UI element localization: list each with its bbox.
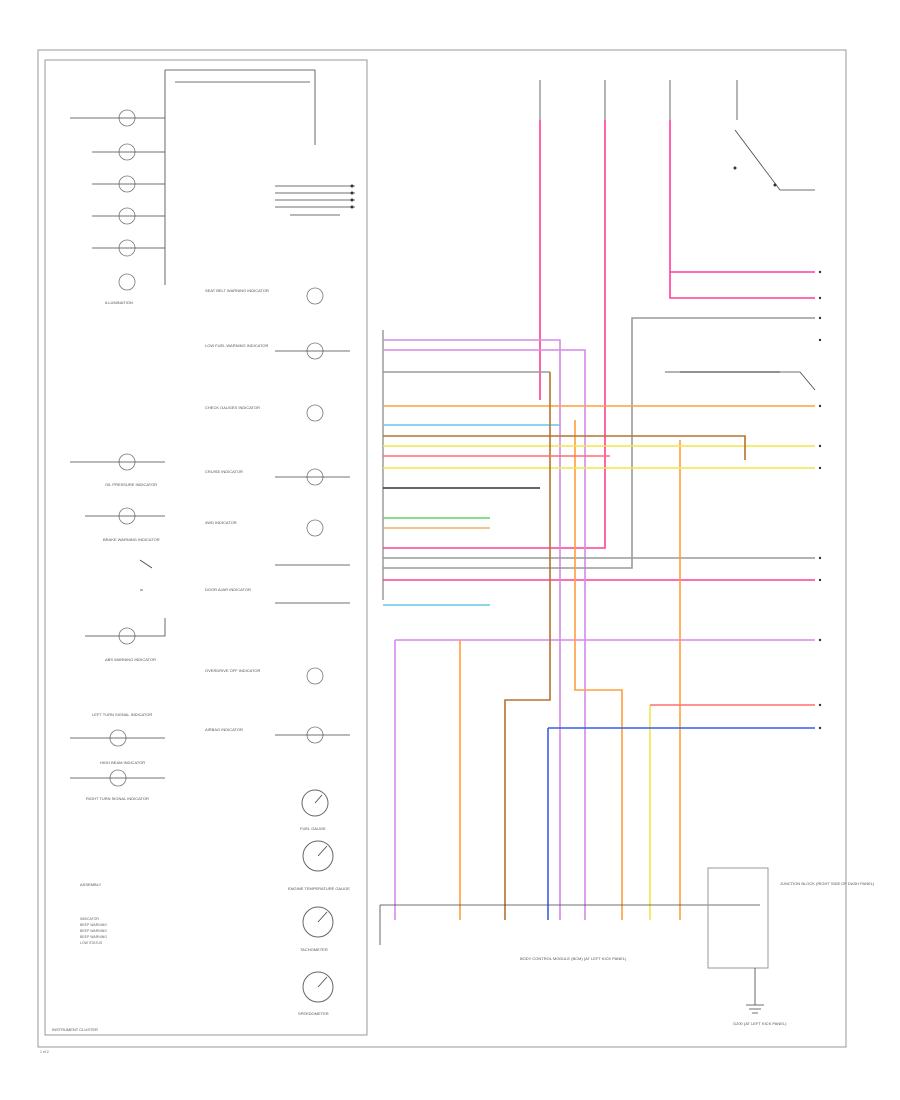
- high-beam-label: HIGH BEAM INDICATOR: [100, 760, 145, 765]
- low-fuel-label: LOW FUEL WARNING INDICATOR: [205, 343, 268, 348]
- left-lower-indicators: [70, 453, 166, 787]
- bulb-column-left: [70, 109, 165, 291]
- cruise-label: CRUISE INDICATOR: [205, 469, 243, 474]
- check-gauges-label: CHECK GAUGES INDICATOR: [205, 405, 260, 410]
- brake-warning-label: BRAKE WARNING INDICATOR: [103, 537, 160, 542]
- center-indicators: [275, 287, 350, 744]
- legend-line-2: BEEP WARNING: [80, 923, 107, 927]
- legend-line-1: INDICATOR: [80, 917, 99, 921]
- junction-box-label: JUNCTION BLOCK (RIGHT SIDE OF DASH PANEL…: [780, 881, 875, 886]
- legend-line-3: BEEP WARNING: [80, 929, 107, 933]
- 4wd-label: 4WD INDICATOR: [205, 520, 237, 525]
- brake-switch: [680, 371, 816, 391]
- door-ajar-label: DOOR AJAR INDICATOR: [205, 587, 251, 592]
- colored-wires: [383, 120, 815, 920]
- diagram-border: [37, 49, 847, 1048]
- engine-temp-label: ENGINE TEMPERATURE GAUGE: [288, 886, 350, 891]
- ground-symbol: [746, 968, 764, 1014]
- right-turn-label: RIGHT TURN SIGNAL INDICATOR: [86, 796, 149, 801]
- right-terminals: [818, 270, 822, 730]
- abs-warning-label: ABS WARNING INDICATOR: [105, 657, 156, 662]
- cluster-top-pins: [275, 184, 355, 216]
- speedometer-label: SPEEDOMETER: [298, 1011, 329, 1016]
- fuse-block: [539, 80, 815, 191]
- ground-label: G200 (AT LEFT KICK PANEL): [733, 1021, 787, 1026]
- overdrive-label: OVERDRIVE OFF INDICATOR: [205, 668, 261, 673]
- illumination-label: ILLUMINATION: [105, 300, 133, 305]
- legend-line-5: LOW STATUS: [80, 941, 103, 945]
- tachometer-label: TACHOMETER: [300, 947, 328, 952]
- airbag-label: AIRBAG INDICATOR: [205, 727, 243, 732]
- cluster-inner-bracket: [164, 69, 316, 285]
- legend-title: ASSEMBLY: [80, 882, 102, 887]
- instrument-cluster-label: INSTRUMENT CLUSTER: [52, 1027, 98, 1032]
- instrument-cluster-box: [44, 59, 368, 1036]
- left-turn-label: LEFT TURN SIGNAL INDICATOR: [92, 712, 152, 717]
- junction-box: [707, 867, 769, 969]
- seat-belt-label: SEAT BELT WARNING INDICATOR: [205, 288, 269, 293]
- gauges: [301, 789, 334, 1003]
- fuel-gauge-label: FUEL GAUGE: [300, 826, 326, 831]
- bcm-connector-line: [379, 904, 760, 945]
- page-reference: 1 of 2: [40, 1050, 49, 1054]
- bcm-label: BODY CONTROL MODULE (BCM) (AT LEFT KICK …: [520, 956, 627, 961]
- legend-line-4: BEEP WARNING: [80, 935, 107, 939]
- oil-pressure-label: OIL PRESSURE INDICATOR: [105, 482, 157, 487]
